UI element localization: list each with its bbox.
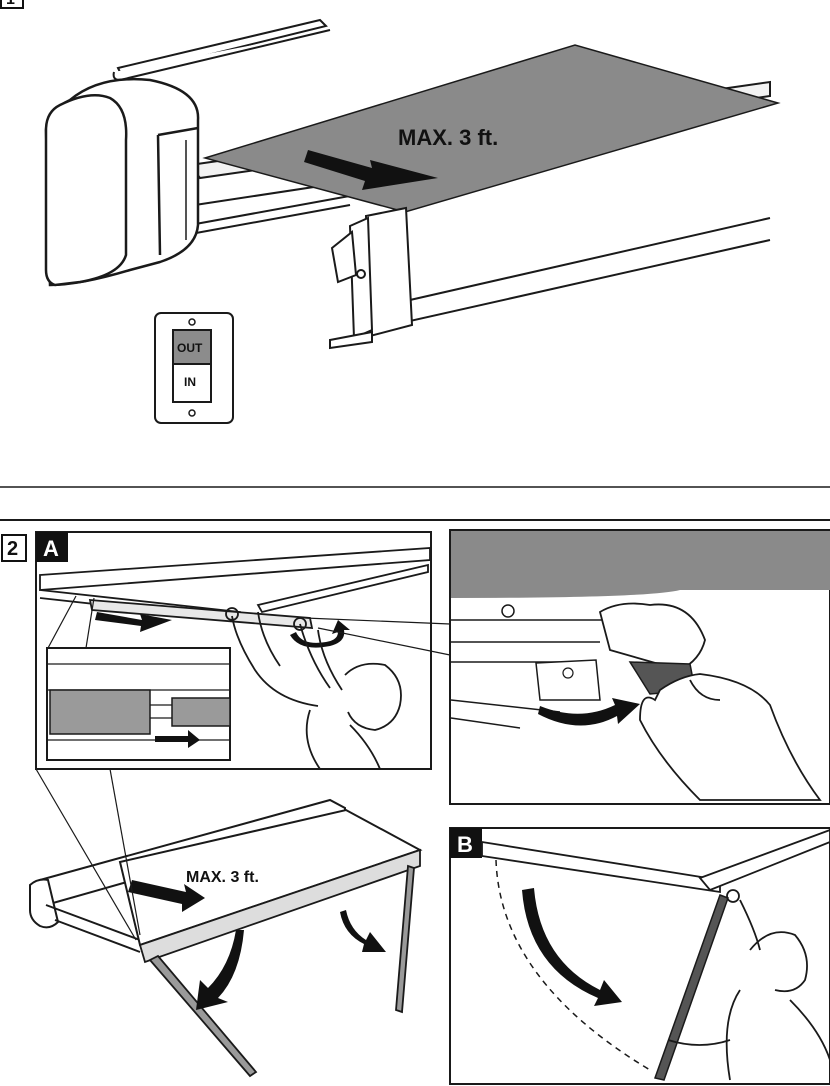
left-leg-arrow	[196, 930, 244, 1010]
person-a	[225, 607, 402, 770]
panel-a-closeup	[449, 529, 830, 805]
awning-extended: MAX. 3 ft.	[29, 798, 423, 1078]
panel-a-inset	[46, 647, 231, 761]
panel-b: B	[449, 827, 830, 1085]
switch-in-label: IN	[184, 375, 196, 389]
closeup-arrow	[538, 698, 640, 726]
right-leg-arrow	[340, 910, 386, 952]
step-2-number-box	[1, 534, 27, 562]
switch-out-label: OUT	[177, 341, 203, 355]
step-2-number: 2	[7, 538, 18, 560]
switch-in-button[interactable]	[172, 363, 212, 403]
right-arm-bracket	[329, 206, 414, 350]
step-1-section: 1 MAX. 3 ft.	[0, 0, 781, 424]
hands	[639, 673, 822, 801]
person-b	[667, 889, 830, 1081]
panel-b-label-bg	[450, 828, 482, 858]
step-1-number: 1	[6, 0, 15, 8]
step-2-section: 2 A	[1, 529, 830, 1085]
max-extension-label-2: MAX. 3 ft.	[186, 869, 259, 886]
left-end-cap	[44, 77, 200, 287]
panel-a: A	[35, 531, 432, 770]
rotate-arrow	[290, 620, 350, 648]
step-1-number-box	[0, 0, 24, 9]
wall-switch[interactable]: OUT IN	[154, 312, 234, 424]
extend-arrow	[304, 150, 438, 190]
panel-a-label-bg	[36, 532, 68, 562]
max-extension-label-1: MAX. 3 ft.	[398, 125, 498, 150]
panel-a-label: A	[43, 536, 59, 561]
panel-b-label: B	[457, 832, 473, 857]
panel-b-swing-arrow	[522, 888, 622, 1006]
